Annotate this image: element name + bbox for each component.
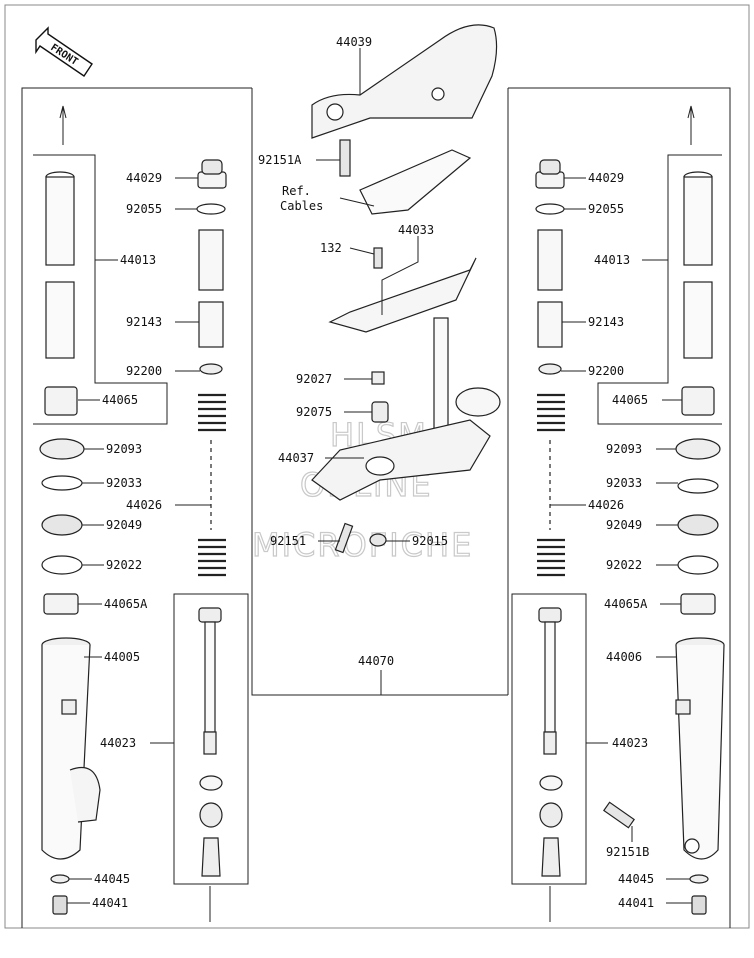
label-left-92143: 92143 (126, 315, 162, 329)
label-cables: Cables (280, 199, 323, 213)
label-left-92093: 92093 (106, 442, 142, 456)
washer-44045-right (689, 874, 709, 884)
label-132: 132 (320, 241, 342, 255)
label-left-44065: 44065 (102, 393, 138, 407)
bolt-92151b (603, 801, 635, 829)
bush-a-left (43, 593, 79, 615)
bolt-44041-left (52, 895, 68, 915)
o-ring-left (196, 203, 226, 215)
fork-cylinder-right (538, 607, 563, 877)
fork-cap-right (535, 159, 565, 189)
label-92015: 92015 (412, 534, 448, 548)
oil-seal-right (677, 514, 719, 536)
label-left-44041: 44041 (92, 896, 128, 910)
fork-tube-right (683, 171, 713, 359)
fork-cylinder-left (198, 607, 223, 877)
washer-left (199, 363, 223, 375)
label-right-44026: 44026 (588, 498, 624, 512)
steering-stem (433, 317, 449, 439)
fork-spring-left (198, 393, 226, 577)
o-ring-right (535, 203, 565, 215)
bolt-92151a (339, 139, 351, 177)
label-left-44029: 44029 (126, 171, 162, 185)
fork-tube-left (45, 171, 75, 359)
label-right-92055: 92055 (588, 202, 624, 216)
bolt-44041-right (691, 895, 707, 915)
oil-seal-left (41, 514, 83, 536)
label-44039: 44039 (336, 35, 372, 49)
label-right-44023: 44023 (612, 736, 648, 750)
spacer-tube-right (537, 229, 563, 348)
label-right-44029: 44029 (588, 171, 624, 185)
label-right-92022: 92022 (606, 558, 642, 572)
label-right-44041: 44041 (618, 896, 654, 910)
collar-92027 (371, 371, 385, 385)
label-right-92049: 92049 (606, 518, 642, 532)
outer-tube-left (41, 637, 101, 860)
washer-92022-right (677, 555, 719, 575)
leader-lines (67, 48, 692, 904)
bush-right (681, 386, 715, 416)
label-92027: 92027 (296, 372, 332, 386)
label-left-44026: 44026 (126, 498, 162, 512)
label-right-92151b: 92151B (606, 845, 649, 859)
label-right-44045: 44045 (618, 872, 654, 886)
label-left-44045: 44045 (94, 872, 130, 886)
dust-seal-right (675, 438, 721, 460)
left-fork-group (21, 87, 508, 928)
label-left-44013: 44013 (120, 253, 156, 267)
label-right-92200: 92200 (588, 364, 624, 378)
label-right-44006: 44006 (606, 650, 642, 664)
bush-a-right (680, 593, 716, 615)
label-left-92033: 92033 (106, 476, 142, 490)
part-labels: 44039 92151A Ref. Cables 132 44033 92027… (92, 35, 654, 910)
label-right-44065: 44065 (612, 393, 648, 407)
label-44037: 44037 (278, 451, 314, 465)
lower-bracket (311, 419, 491, 501)
label-92151: 92151 (270, 534, 306, 548)
label-left-44023: 44023 (100, 736, 136, 750)
steering-group (311, 24, 501, 554)
label-92151a: 92151A (258, 153, 302, 167)
label-right-44065a: 44065A (604, 597, 648, 611)
dust-seal-left (39, 438, 85, 460)
watermark-line-3: MICROFICHE (252, 526, 473, 564)
bolt-92151 (334, 522, 354, 554)
bush-left (44, 386, 78, 416)
part-92075 (371, 401, 389, 423)
label-left-44065a: 44065A (104, 597, 148, 611)
washer-92022-left (41, 555, 83, 575)
label-left-92055: 92055 (126, 202, 162, 216)
retaining-clip-left (41, 475, 83, 491)
label-left-92049: 92049 (106, 518, 142, 532)
washer-right (538, 363, 562, 375)
cover-44033 (328, 257, 477, 333)
label-right-92143: 92143 (588, 315, 624, 329)
label-left-92022: 92022 (106, 558, 142, 572)
spacer-tube-left (198, 229, 224, 348)
fork-cap-left (197, 159, 227, 189)
label-right-92033: 92033 (606, 476, 642, 490)
label-right-44013: 44013 (594, 253, 630, 267)
diagram-border (4, 4, 750, 929)
label-92075: 92075 (296, 405, 332, 419)
right-fork-group (507, 87, 731, 928)
washer-44045-left (50, 874, 70, 884)
outer-tube-right (675, 637, 725, 860)
nut-92015 (369, 533, 387, 547)
label-left-92200: 92200 (126, 364, 162, 378)
front-arrow: FRONT (35, 26, 93, 77)
label-left-44005: 44005 (104, 650, 140, 664)
cable-bracket (359, 149, 472, 215)
retaining-clip-right (677, 478, 719, 494)
label-right-92093: 92093 (606, 442, 642, 456)
label-ref: Ref. (282, 184, 311, 198)
fork-spring-right (537, 393, 565, 577)
label-44070: 44070 (358, 654, 394, 668)
bolt-132 (373, 247, 383, 269)
label-44033: 44033 (398, 223, 434, 237)
upper-bracket (311, 24, 498, 139)
